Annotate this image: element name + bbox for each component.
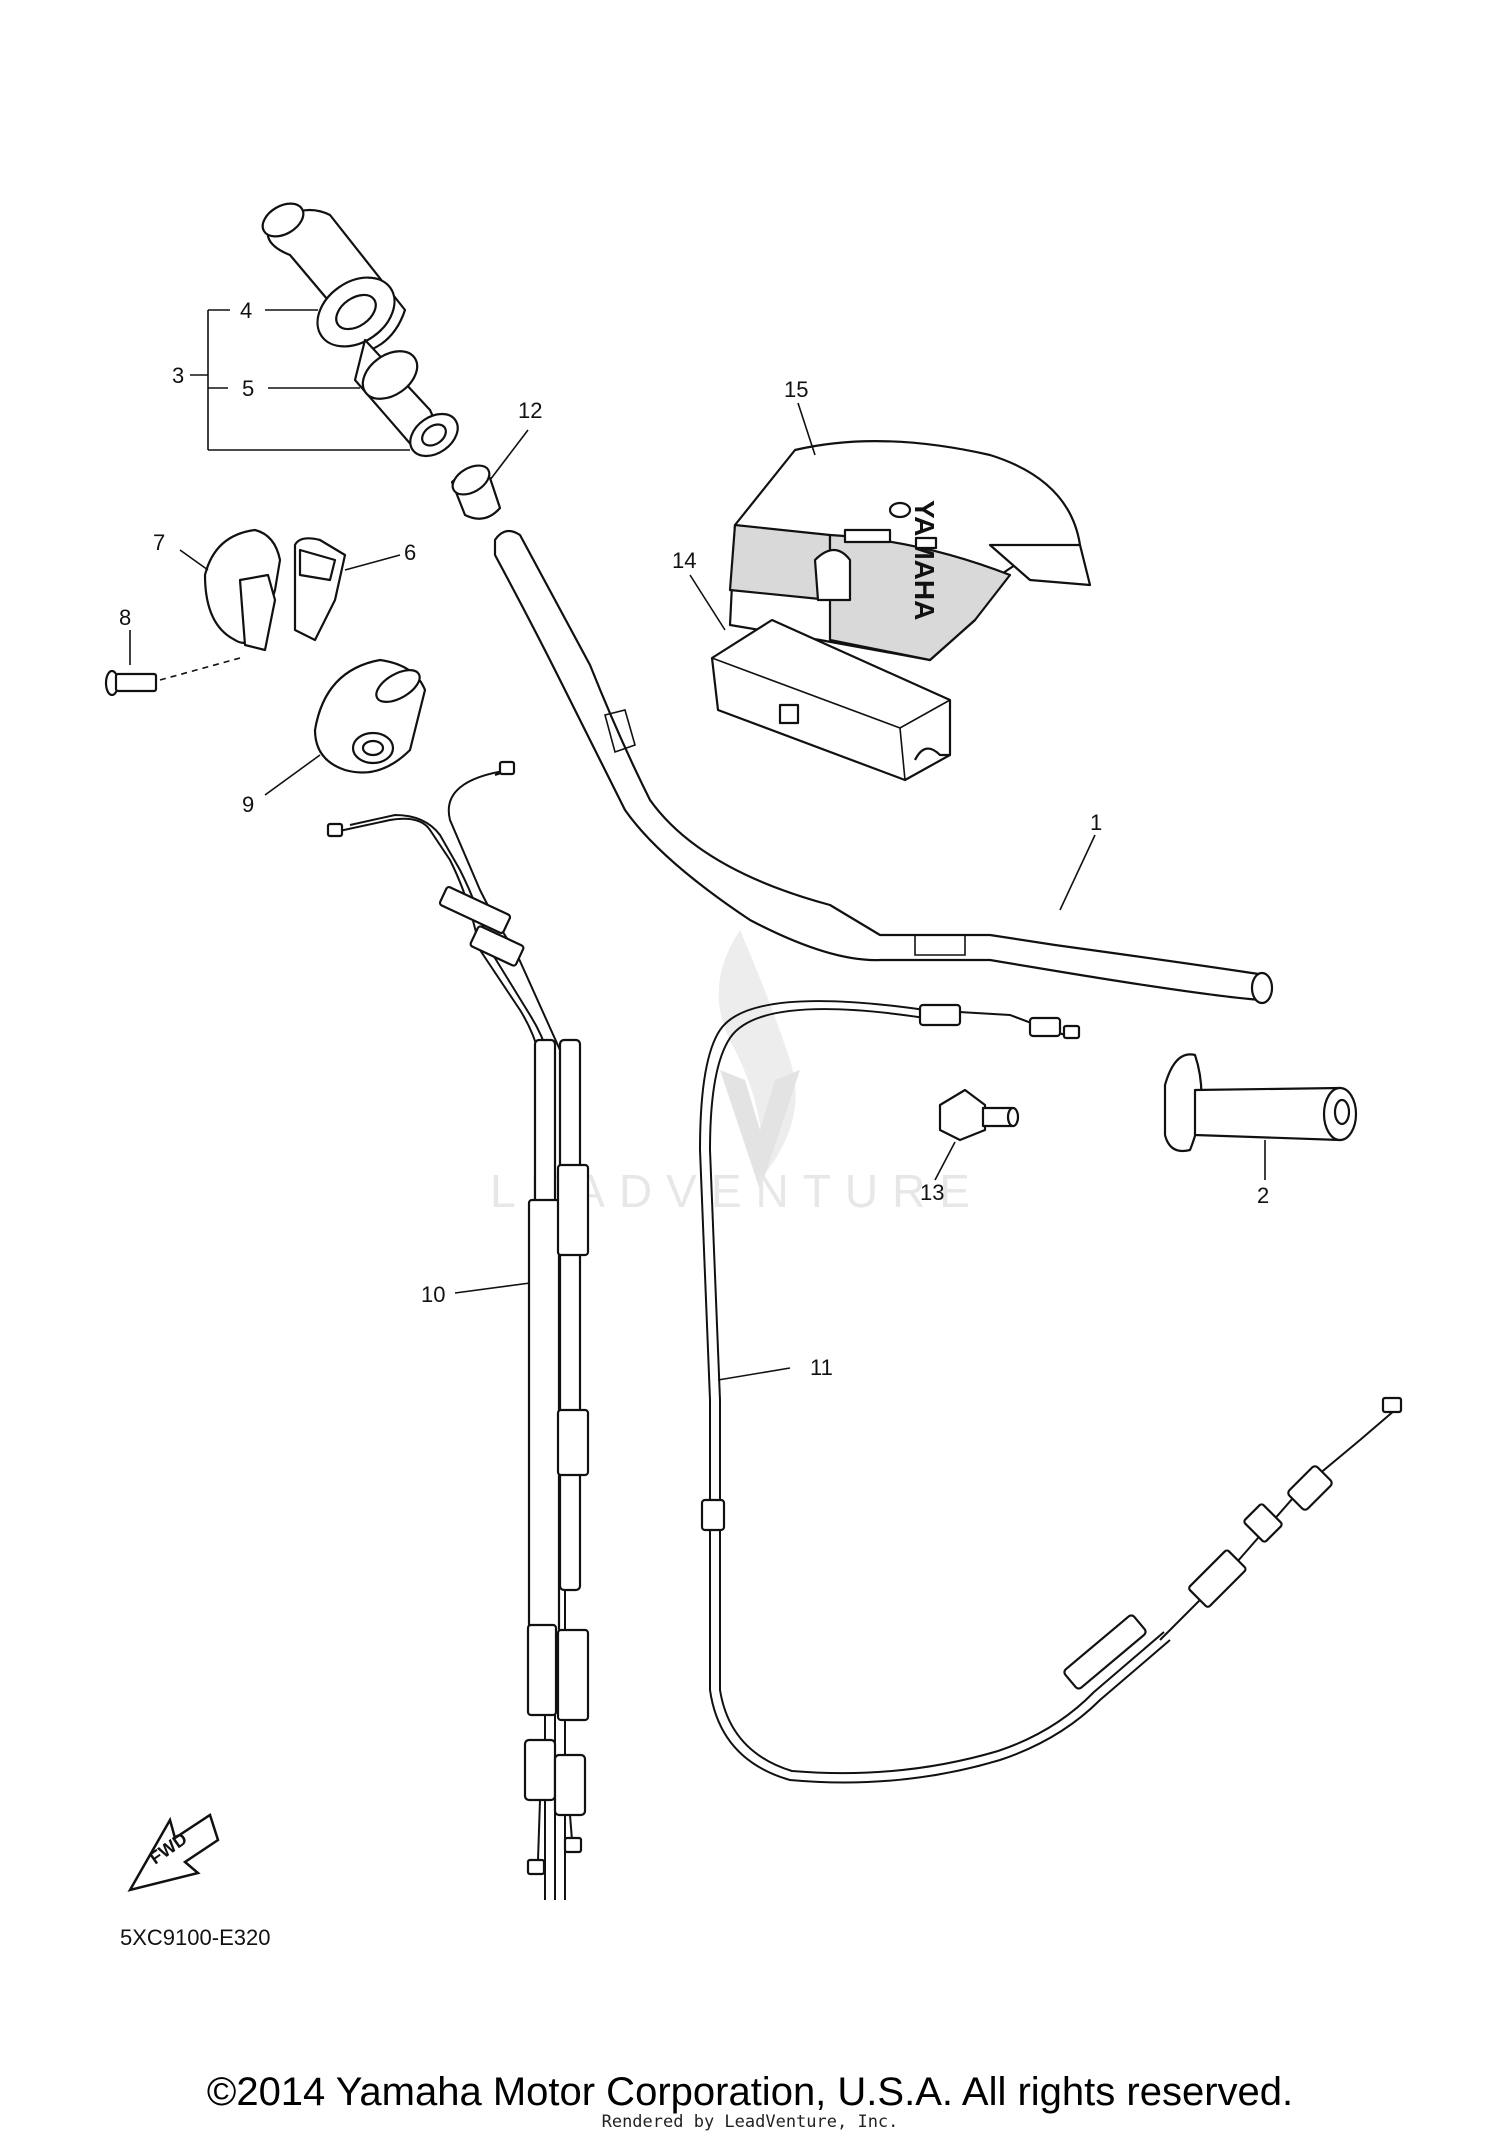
throttle-cap-part — [313, 658, 427, 774]
cable-adjuster-part — [938, 1088, 1020, 1142]
callout-10: 10 — [421, 1282, 445, 1307]
callout-3: 3 — [172, 363, 184, 388]
rendered-by-text: Rendered by LeadVenture, Inc. — [601, 2112, 899, 2132]
throttle-housing-upper — [293, 537, 347, 642]
screw-part — [104, 669, 158, 697]
handlebar-cover-part: YAMAHA — [728, 440, 1092, 662]
callout-6: 6 — [404, 540, 416, 565]
callout-8: 8 — [119, 605, 131, 630]
handlebar-part — [493, 529, 1274, 1005]
callout-13: 13 — [920, 1180, 944, 1205]
copyright-text: ©2014 Yamaha Motor Corporation, U.S.A. A… — [206, 2070, 1294, 2114]
callout-7: 7 — [153, 530, 165, 555]
left-grip-part — [1163, 1053, 1358, 1153]
diagram-code: 5XC9100-E320 — [120, 1925, 271, 1950]
callout-5: 5 — [242, 376, 254, 401]
throttle-housing-lower — [203, 528, 282, 652]
callout-12: 12 — [518, 398, 542, 423]
collar-part — [450, 464, 502, 520]
callout-15: 15 — [784, 377, 808, 402]
cover-brand-text: YAMAHA — [909, 500, 940, 620]
fwd-arrow-icon: FWD — [127, 1813, 220, 1892]
clutch-cable-part — [698, 1000, 1403, 1784]
callout-1: 1 — [1090, 810, 1102, 835]
handlebar-pad-part — [710, 618, 952, 782]
throttle-grip-assembly — [261, 202, 459, 458]
callout-14: 14 — [672, 548, 696, 573]
callout-9: 9 — [242, 792, 254, 817]
callout-3-bracket — [190, 309, 410, 451]
callout-11: 11 — [810, 1355, 833, 1380]
callout-4: 4 — [240, 298, 252, 323]
throttle-cable-part — [326, 760, 590, 1900]
callout-2: 2 — [1257, 1183, 1269, 1208]
